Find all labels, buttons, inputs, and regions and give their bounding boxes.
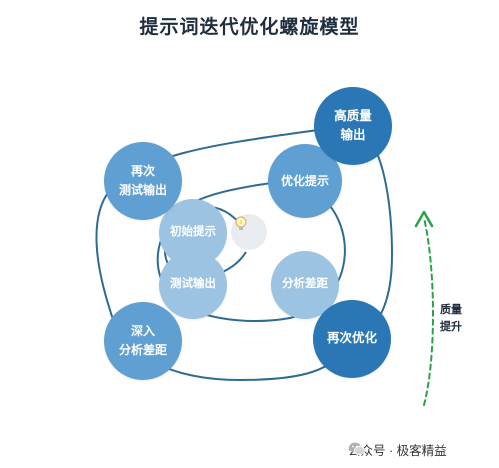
node-retest-output: 再次 测试输出 bbox=[104, 142, 182, 220]
node-high-quality-output-label: 高质量 输出 bbox=[334, 108, 372, 142]
node-test-output: 测试输出 bbox=[159, 251, 227, 319]
node-deep-analysis-label: 深入 分析差距 bbox=[118, 324, 167, 357]
node-high-quality-output: 高质量 输出 bbox=[314, 87, 392, 165]
page-title: 提示词迭代优化螺旋模型 bbox=[139, 17, 360, 38]
node-analyze-gap-label: 分析差距 bbox=[282, 278, 328, 291]
wechat-icon bbox=[349, 442, 365, 456]
footer-text: 公众号 · 极客精益 bbox=[348, 444, 447, 458]
node-retest-output-label: 再次 测试输出 bbox=[118, 164, 167, 197]
quality-up-arrowhead bbox=[414, 210, 434, 228]
node-test-output-label: 测试输出 bbox=[170, 278, 216, 291]
node-reoptimize-label: 再次优化 bbox=[326, 331, 377, 346]
node-initial-prompt-label: 初始提示 bbox=[170, 226, 216, 239]
lightbulb-icon bbox=[231, 214, 267, 250]
footer-watermark: 公众号 · 极客精益 bbox=[348, 440, 447, 459]
node-deep-analysis: 深入 分析差距 bbox=[104, 302, 182, 380]
quality-improvement-label: 质量 提升 bbox=[440, 304, 462, 333]
node-optimize-prompt: 优化提示 bbox=[268, 144, 342, 218]
quality-up-arrow bbox=[423, 217, 434, 406]
node-optimize-prompt-label: 优化提示 bbox=[280, 173, 329, 188]
node-reoptimize: 再次优化 bbox=[313, 300, 391, 378]
